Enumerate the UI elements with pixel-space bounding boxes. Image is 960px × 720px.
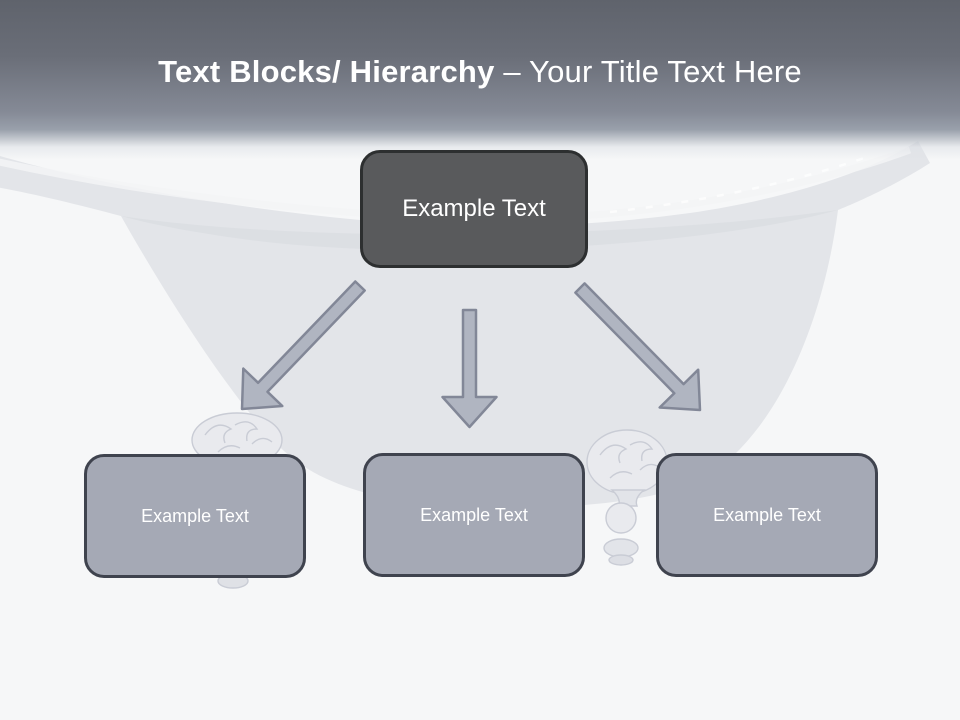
slide-title: Text Blocks/ Hierarchy – Your Title Text…: [0, 52, 960, 92]
arrow-down-left-icon: [240, 280, 366, 411]
child-text-block-2-label: Example Text: [420, 504, 528, 525]
root-text-block[interactable]: Example Text: [360, 150, 588, 268]
child-text-block-1-label: Example Text: [141, 505, 249, 526]
slide-title-regular: – Your Title Text Here: [503, 54, 802, 89]
title-banner: [0, 0, 960, 160]
slide-title-bold: Text Blocks/ Hierarchy: [158, 54, 495, 89]
arrow-down-right-icon: [574, 282, 702, 412]
root-text-block-label: Example Text: [402, 195, 546, 222]
tub-right-claw-foot: [586, 429, 668, 566]
child-text-block-1[interactable]: Example Text: [84, 454, 306, 578]
arrow-down-icon: [441, 308, 498, 429]
child-text-block-3[interactable]: Example Text: [656, 453, 878, 577]
child-text-block-3-label: Example Text: [713, 504, 821, 525]
child-text-block-2[interactable]: Example Text: [363, 453, 585, 577]
